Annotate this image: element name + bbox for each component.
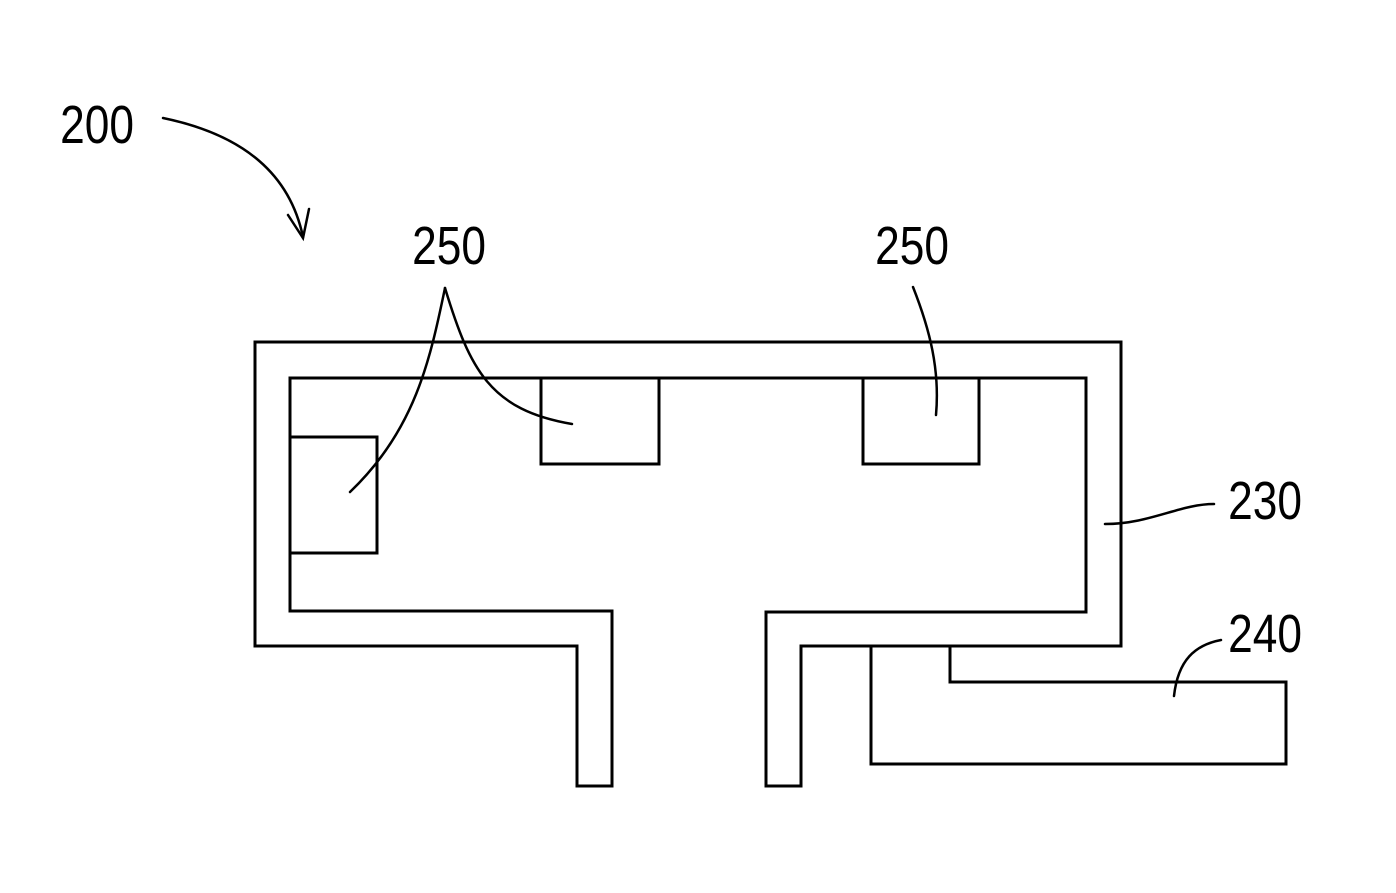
element-240-outline (871, 646, 1286, 764)
radiator-outer-outline (255, 342, 1121, 786)
element-250-left-block (290, 437, 377, 553)
label-200: 200 (60, 95, 134, 155)
leader-250-to-center-block (445, 288, 572, 424)
label-240: 240 (1228, 604, 1302, 664)
leader-240 (1174, 640, 1221, 696)
arrow-200-curve (163, 118, 303, 237)
leader-250-to-left-block (350, 288, 445, 492)
label-250-left: 250 (412, 216, 486, 276)
leader-250-right (913, 287, 937, 415)
label-230: 230 (1228, 471, 1302, 531)
element-250-right-block (863, 378, 979, 464)
label-250-right: 250 (875, 216, 949, 276)
